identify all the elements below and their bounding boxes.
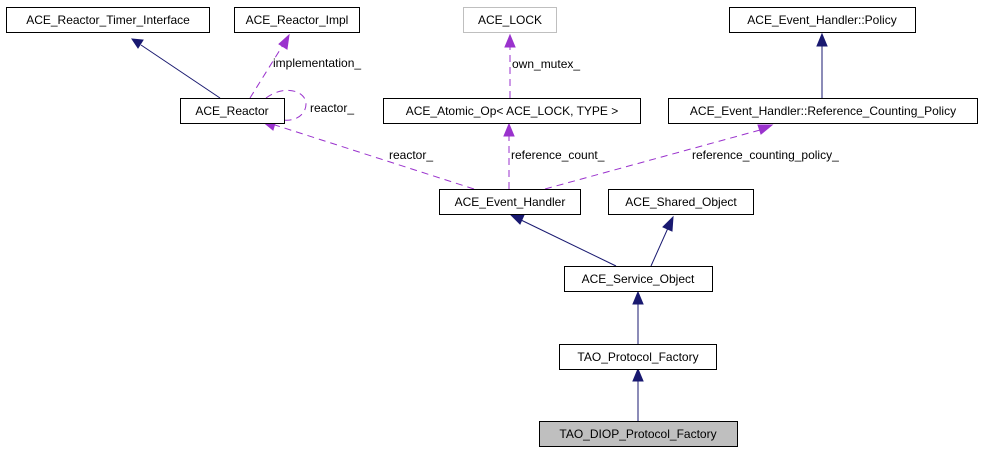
node-ace-reactor-timer-interface[interactable]: ACE_Reactor_Timer_Interface	[6, 7, 210, 33]
node-ace-atomic-op[interactable]: ACE_Atomic_Op< ACE_LOCK, TYPE >	[383, 98, 641, 124]
node-label: ACE_Event_Handler::Policy	[747, 13, 896, 27]
node-label: TAO_Protocol_Factory	[577, 350, 698, 364]
node-label: ACE_Event_Handler::Reference_Counting_Po…	[690, 104, 956, 118]
node-ace-service-object[interactable]: ACE_Service_Object	[564, 266, 713, 292]
edge-atomic-op-own-mutex: own_mutex_	[504, 33, 580, 98]
node-label: ACE_Service_Object	[582, 272, 695, 286]
node-label: ACE_LOCK	[478, 13, 542, 27]
edge-event-handler-reference-count: reference_count_	[503, 122, 605, 189]
node-label: ACE_Reactor_Impl	[246, 13, 349, 27]
node-ace-event-handler-policy[interactable]: ACE_Event_Handler::Policy	[729, 7, 916, 33]
node-ace-reference-counting-policy[interactable]: ACE_Event_Handler::Reference_Counting_Po…	[668, 98, 978, 124]
node-label: ACE_Reactor	[195, 104, 268, 118]
node-label: ACE_Event_Handler	[455, 195, 566, 209]
node-label: ACE_Atomic_Op< ACE_LOCK, TYPE >	[406, 104, 619, 118]
edge-event-handler-reference-counting-policy: reference_counting_policy_	[544, 124, 839, 190]
edge-reactor-implementation: implementation_	[249, 33, 361, 99]
node-tao-protocol-factory[interactable]: TAO_Protocol_Factory	[559, 344, 717, 370]
node-ace-reactor-impl[interactable]: ACE_Reactor_Impl	[234, 7, 360, 33]
edge-diop-inherits-protocol-factory	[632, 367, 644, 421]
edge-ref-policy-inherits-policy	[816, 32, 828, 98]
edge-reactor-inherits-timer-interface	[131, 38, 221, 99]
node-ace-event-handler[interactable]: ACE_Event_Handler	[439, 189, 581, 215]
edge-event-handler-reactor: reactor_	[260, 119, 475, 190]
node-label: TAO_DIOP_Protocol_Factory	[559, 427, 716, 441]
edge-protocol-factory-inherits-service-object	[632, 290, 644, 344]
edge-label-reactor-self: reactor_	[310, 101, 354, 115]
edge-label-reference-count: reference_count_	[511, 148, 605, 162]
node-ace-shared-object[interactable]: ACE_Shared_Object	[608, 189, 754, 215]
node-tao-diop-protocol-factory: TAO_DIOP_Protocol_Factory	[539, 421, 738, 447]
node-ace-reactor[interactable]: ACE_Reactor	[180, 98, 285, 124]
edge-label-own-mutex: own_mutex_	[512, 57, 580, 71]
edge-service-object-inherits-shared-object	[650, 215, 674, 267]
edge-service-object-inherits-event-handler	[509, 214, 617, 267]
edge-label-reactor: reactor_	[389, 148, 433, 162]
node-label: ACE_Reactor_Timer_Interface	[26, 13, 190, 27]
edge-label-implementation: implementation_	[273, 56, 361, 70]
node-ace-lock[interactable]: ACE_LOCK	[463, 7, 557, 33]
node-label: ACE_Shared_Object	[625, 195, 737, 209]
edge-label-reference-counting-policy: reference_counting_policy_	[692, 148, 839, 162]
